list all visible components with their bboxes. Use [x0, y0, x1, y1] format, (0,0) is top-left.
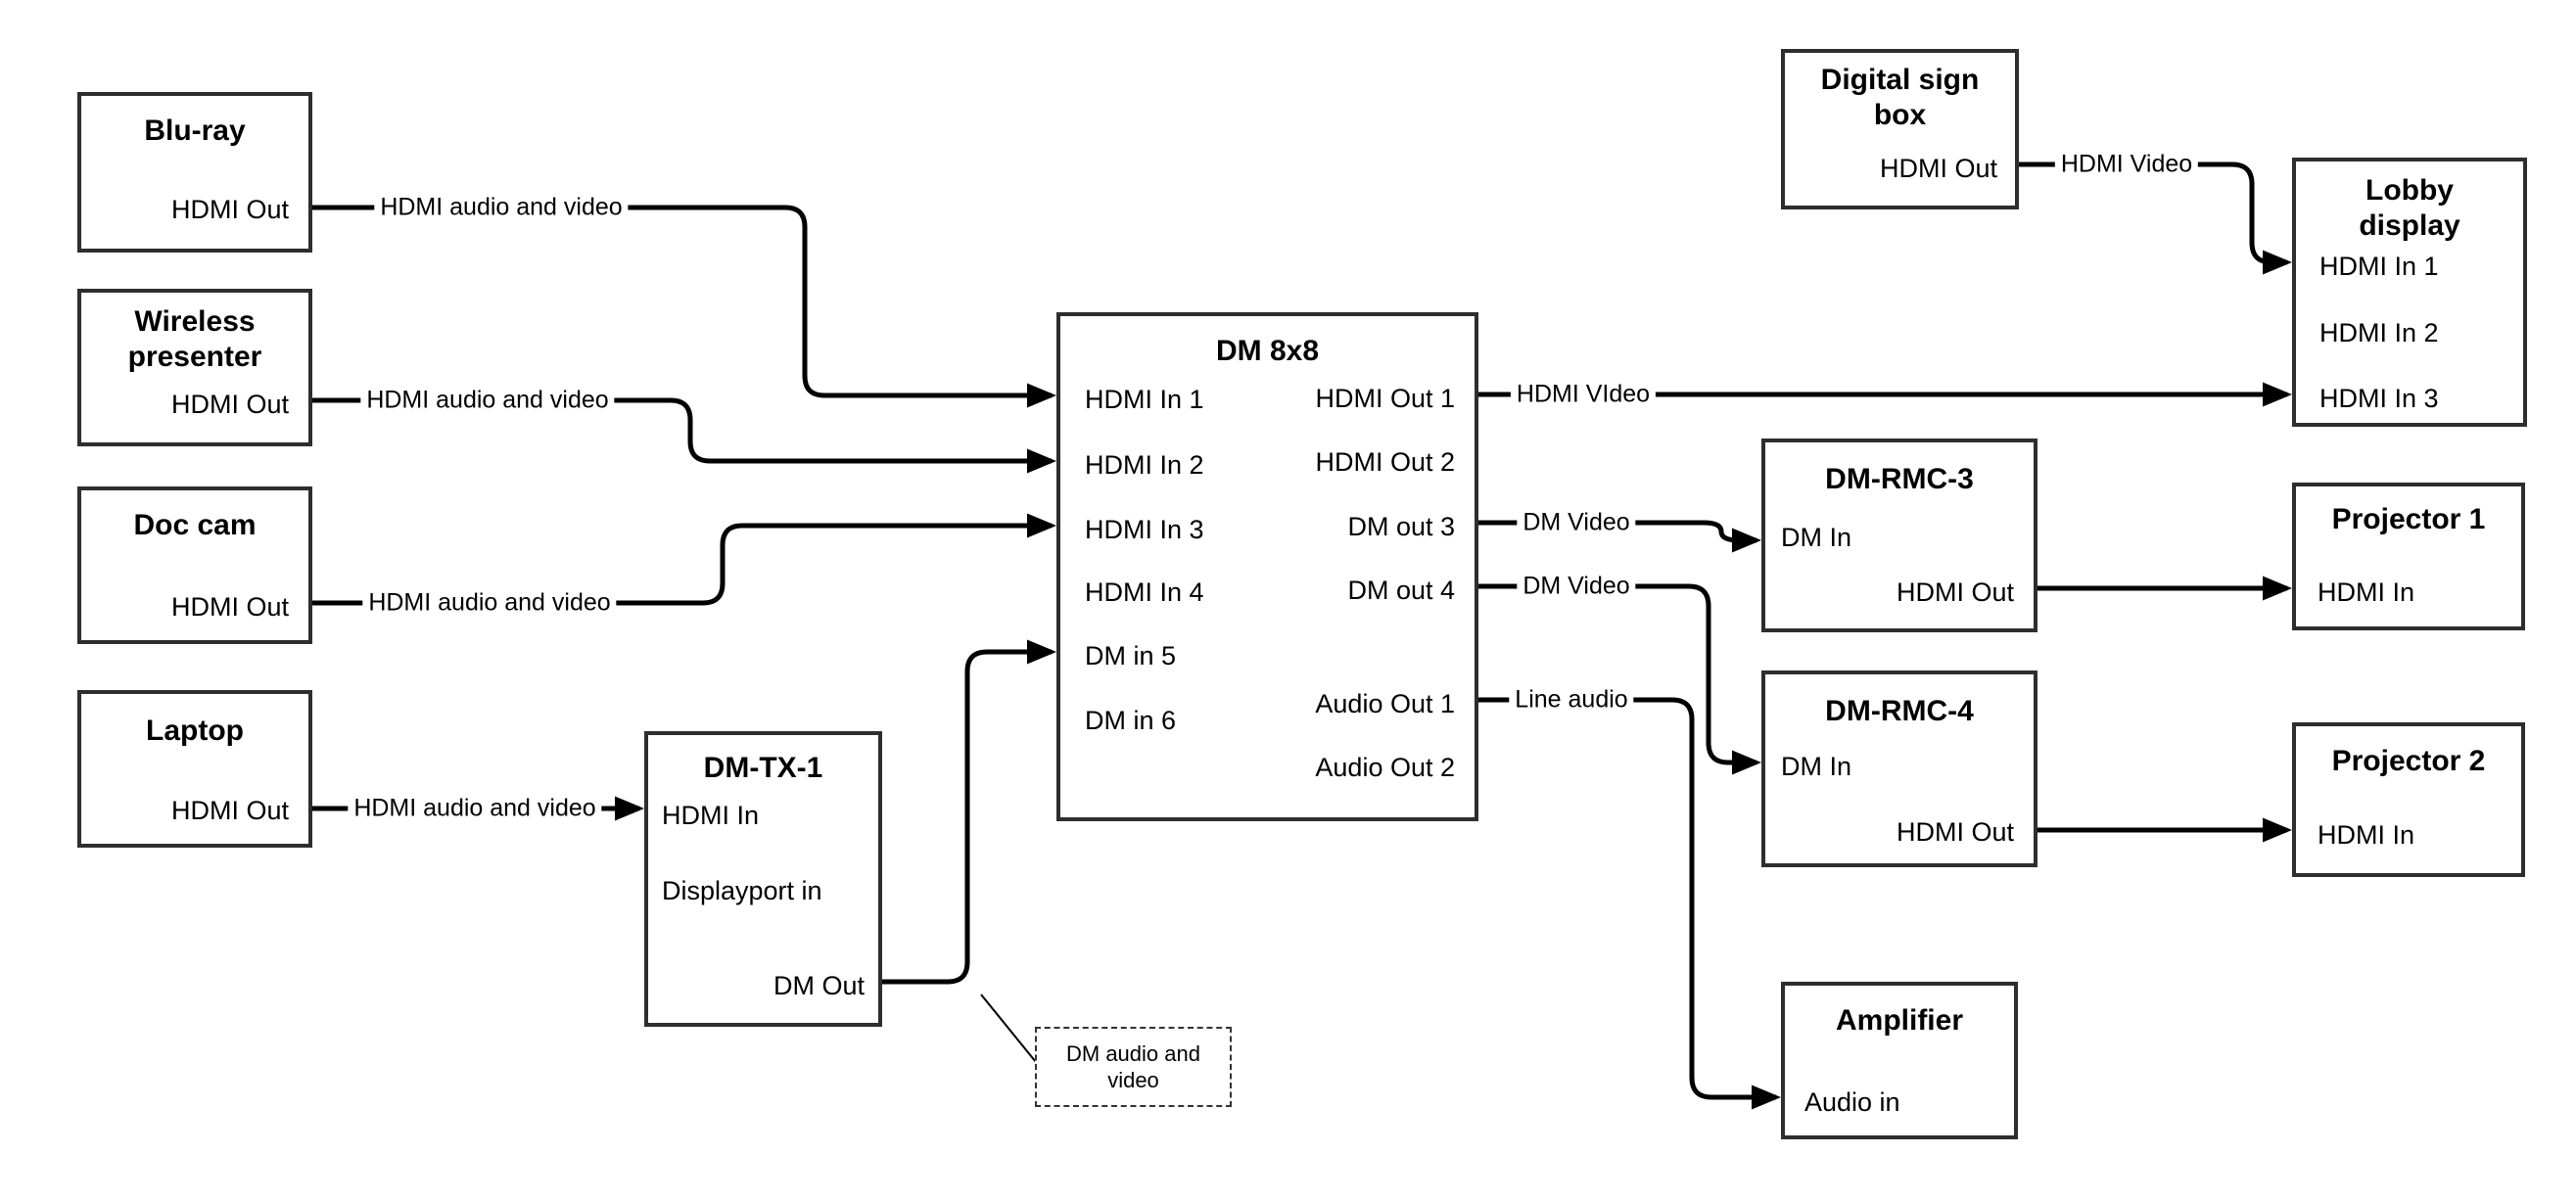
node-laptop: Laptop HDMI Out	[77, 690, 312, 848]
node-title: Lobby display	[2359, 174, 2460, 242]
port-dm-out-3: DM out 3	[1347, 512, 1455, 541]
node-title: Amplifier	[1835, 1004, 1964, 1037]
port-hdmi-in-3: HDMI In 3	[2319, 384, 2439, 413]
port-hdmi-in-4: HDMI In 4	[1085, 577, 1204, 607]
node-title: Blu-ray	[144, 115, 246, 147]
node-projector-1: Projector 1 HDMI In	[2292, 483, 2525, 630]
connection-label-dm-video-3: DM Video	[1517, 507, 1636, 538]
node-dm-rmc-3: DM-RMC-3 DM In HDMI Out	[1761, 439, 2037, 632]
port-hdmi-in: HDMI In	[662, 801, 760, 830]
node-title: Doc cam	[133, 509, 257, 541]
node-projector-2: Projector 2 HDMI In	[2292, 722, 2525, 877]
connector-wireless-to-dm8x8-hdmi-in-2	[312, 397, 1056, 474]
connection-label-hdmi-av-laptop: HDMI audio and video	[348, 793, 602, 824]
node-title: Projector 1	[2331, 503, 2486, 535]
node-title: DM-RMC-4	[1825, 695, 1974, 727]
port-hdmi-out: HDMI Out	[170, 592, 289, 622]
port-hdmi-out: HDMI Out	[1896, 577, 2014, 607]
port-hdmi-in-1: HDMI In 1	[2319, 252, 2439, 281]
port-hdmi-in: HDMI In	[2318, 577, 2415, 607]
port-dm-in: DM In	[1781, 523, 1852, 552]
port-hdmi-out: HDMI Out	[1896, 817, 2014, 847]
node-dm-8x8: DM 8x8 HDMI In 1 HDMI In 2 HDMI In 3 HDM…	[1056, 312, 1478, 821]
node-title: Laptop	[146, 715, 244, 747]
node-title: Wireless presenter	[127, 305, 262, 373]
port-dm-out: DM Out	[773, 971, 865, 1000]
node-title: DM-TX-1	[703, 752, 823, 784]
connection-label-line-audio: Line audio	[1509, 684, 1634, 716]
node-dm-rmc-4: DM-RMC-4 DM In HDMI Out	[1761, 670, 2037, 867]
port-hdmi-in-3: HDMI In 3	[1085, 515, 1204, 544]
port-hdmi-out-2: HDMI Out 2	[1315, 447, 1455, 477]
connector-doccam-to-dm8x8-hdmi-in-3	[312, 513, 1056, 606]
connector-sign-to-lobby-hdmi-in-1	[2019, 162, 2292, 275]
connection-label-hdmi-av-wireless: HDMI audio and video	[360, 385, 615, 416]
node-bluray: Blu-ray HDMI Out	[77, 92, 312, 253]
port-audio-in: Audio in	[1804, 1087, 1900, 1117]
port-hdmi-out: HDMI Out	[170, 390, 289, 419]
node-lobby-display: Lobby display HDMI In 1 HDMI In 2 HDMI I…	[2292, 158, 2527, 427]
port-audio-out-2: Audio Out 2	[1315, 753, 1455, 782]
node-wireless-presenter: Wireless presenter HDMI Out	[77, 289, 312, 446]
node-amplifier: Amplifier Audio in	[1781, 982, 2018, 1139]
connector-dm8x8-dm-out-3-to-rmc3-dm-in	[1478, 520, 1761, 553]
port-hdmi-in-2: HDMI In 2	[1085, 450, 1204, 480]
port-dm-in: DM In	[1781, 752, 1852, 781]
port-hdmi-out-1: HDMI Out 1	[1315, 384, 1455, 413]
port-hdmi-in-1: HDMI In 1	[1085, 385, 1204, 414]
port-hdmi-out: HDMI Out	[1879, 154, 1997, 183]
connector-dm8x8-audio-out-1-to-amplifier	[1478, 697, 1781, 1110]
port-hdmi-out: HDMI Out	[170, 796, 289, 825]
port-dm-in-6: DM in 6	[1085, 706, 1177, 735]
port-hdmi-in-2: HDMI In 2	[2319, 318, 2439, 347]
port-displayport-in: Displayport in	[662, 876, 822, 905]
connector-dmtx1-to-dm8x8-dm-in-5	[882, 639, 1056, 985]
note-leader-line	[980, 993, 1041, 1068]
node-digital-sign-box: Digital sign box HDMI Out	[1781, 49, 2019, 209]
port-hdmi-in: HDMI In	[2318, 820, 2415, 850]
node-title: DM-RMC-3	[1825, 463, 1974, 495]
note-dm-audio-and-video: DM audio and video	[1035, 1027, 1232, 1107]
connection-label-dm-video-4: DM Video	[1517, 571, 1636, 602]
node-doc-cam: Doc cam HDMI Out	[77, 486, 312, 644]
node-title: Digital sign box	[1820, 64, 1980, 131]
connection-label-hdmi-av-doccam: HDMI audio and video	[362, 587, 617, 619]
node-title: DM 8x8	[1215, 335, 1320, 367]
connection-label-hdmi-av-bluray: HDMI audio and video	[374, 192, 629, 223]
port-dm-out-4: DM out 4	[1347, 576, 1455, 605]
node-title: Projector 2	[2331, 745, 2486, 777]
connector-dm8x8-dm-out-4-to-rmc4-dm-in	[1478, 583, 1761, 775]
connection-label-hdmi-video-sign: HDMI Video	[2054, 149, 2199, 180]
port-dm-in-5: DM in 5	[1085, 641, 1177, 670]
connector-bluray-to-dm8x8-hdmi-in-1	[312, 205, 1056, 408]
connection-label-hdmi-video-out1: HDMI VIdeo	[1510, 379, 1657, 410]
port-audio-out-1: Audio Out 1	[1315, 689, 1455, 718]
node-dm-tx-1: DM-TX-1 HDMI In Displayport in DM Out	[644, 731, 882, 1027]
port-hdmi-out: HDMI Out	[170, 195, 289, 224]
